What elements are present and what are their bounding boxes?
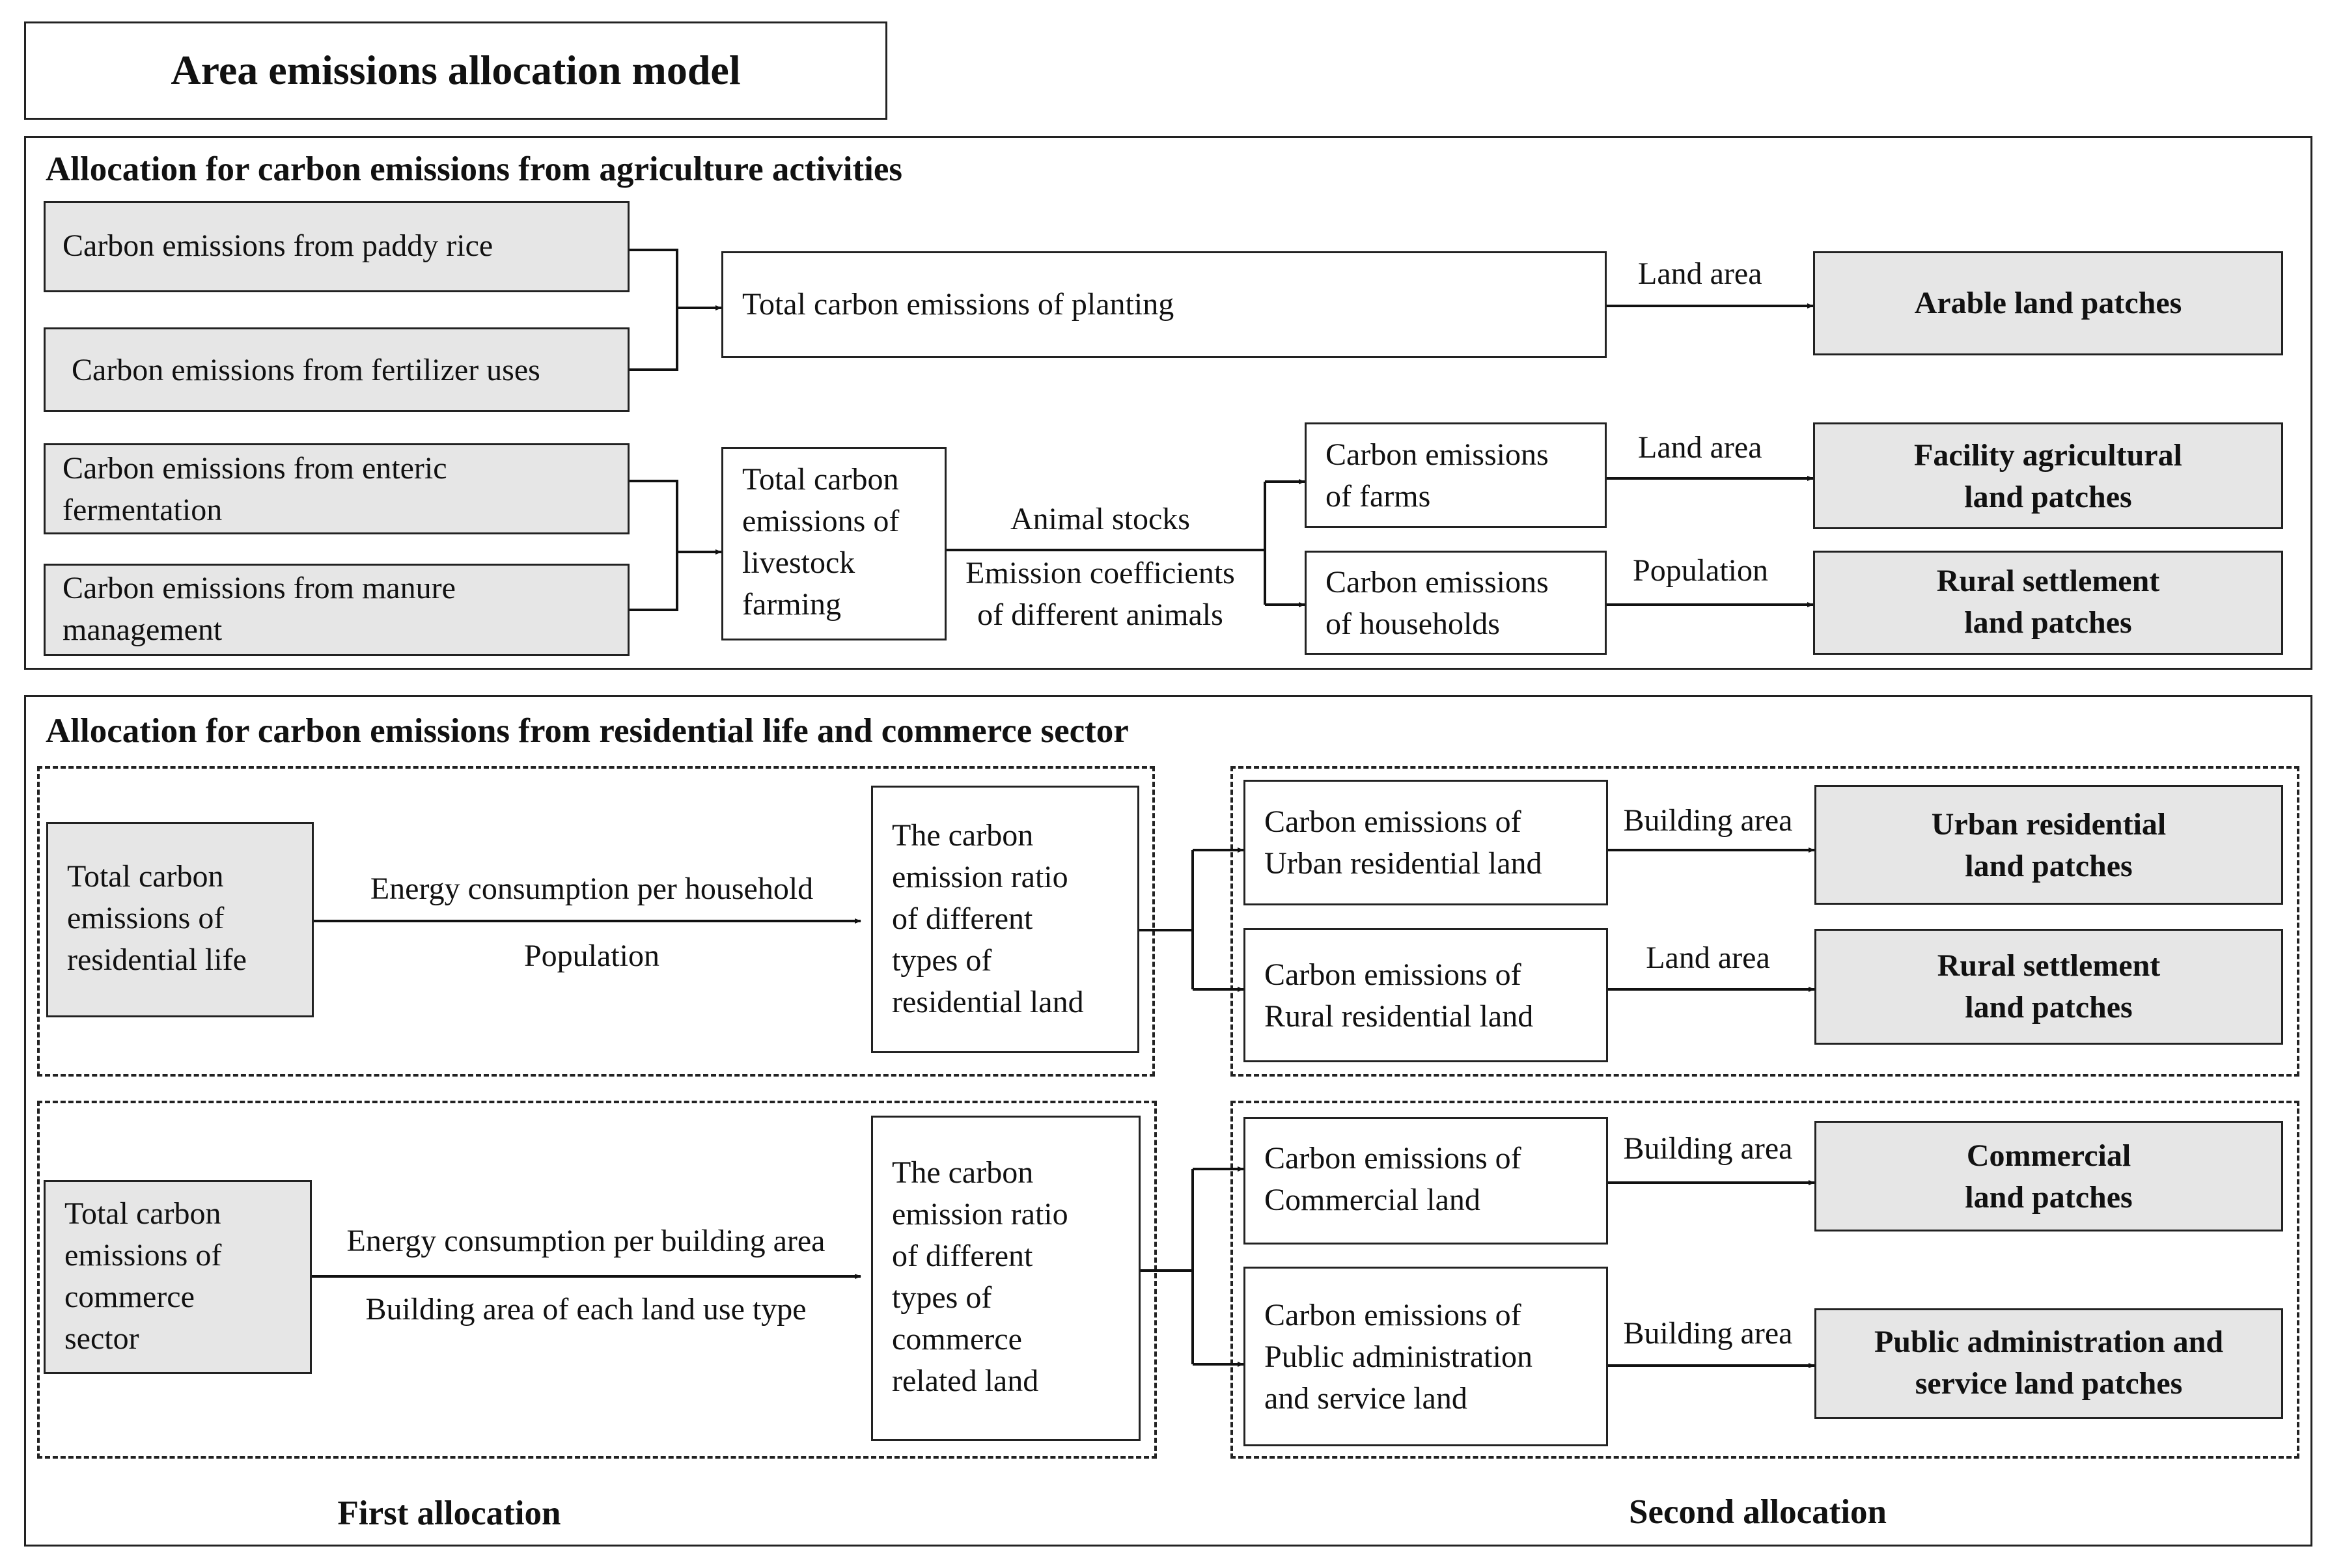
population-label: Population	[1633, 553, 1769, 588]
facility-land-box	[1813, 422, 2283, 529]
second-allocation-label: Second allocation	[1628, 1493, 1887, 1531]
enteric-label: Carbon emissions from enteric fermentati…	[62, 451, 447, 527]
residential-ratio-label: The carbon emission ratio of different t…	[892, 818, 1084, 1019]
urban-residential-box	[1243, 780, 1608, 905]
energy-per-household-label: Energy consumption per household	[370, 872, 814, 906]
rural-settlement-label-1: Rural settlement land patches	[1936, 564, 2160, 640]
paddy-rice-label: Carbon emissions from paddy rice	[62, 228, 493, 263]
commercial-land-label: Carbon emissions of Commercial land	[1264, 1141, 1521, 1217]
manure-label: Carbon emissions from manure management	[62, 571, 456, 647]
first-allocation-commerce-group	[37, 1101, 1157, 1459]
commercial-target-box	[1814, 1121, 2283, 1231]
farms-label: Carbon emissions of farms	[1325, 437, 1549, 514]
land-area-label-2: Land area	[1638, 430, 1762, 465]
rural-land-area-label: Land area	[1646, 941, 1770, 975]
urban-residential-target-label: Urban residential land patches	[1931, 807, 2167, 883]
model-title-box	[24, 21, 887, 120]
commerce-ratio-label: The carbon emission ratio of different t…	[892, 1155, 1068, 1398]
emission-coefficients-label: Emission coefficients of different anima…	[965, 556, 1235, 632]
paddy-rice-box	[44, 201, 630, 292]
rural-residential-box	[1243, 928, 1608, 1062]
households-box	[1305, 551, 1607, 655]
urban-residential-target-box	[1814, 785, 2283, 905]
facility-land-label: Facility agricultural land patches	[1914, 438, 2182, 514]
agriculture-panel	[24, 136, 2312, 670]
commerce-total-box	[44, 1180, 312, 1374]
rural-settlement-box-1	[1813, 551, 2283, 655]
rural-residential-label: Carbon emissions of Rural residential la…	[1264, 957, 1534, 1034]
urban-residential-label: Carbon emissions of Urban residential la…	[1264, 805, 1542, 881]
first-allocation-residential-group	[37, 766, 1155, 1077]
residential-population-label: Population	[523, 939, 659, 973]
building-area-each-type-label: Building area of each land use type	[365, 1292, 807, 1327]
farms-box	[1305, 422, 1607, 528]
residential-ratio-box	[871, 786, 1139, 1053]
public-admin-label: Carbon emissions of Public administratio…	[1264, 1298, 1533, 1416]
public-building-area-label: Building area	[1623, 1316, 1793, 1351]
enteric-box	[44, 443, 630, 534]
urban-building-area-label: Building area	[1623, 803, 1793, 838]
manure-box	[44, 564, 630, 656]
public-admin-target-box	[1814, 1308, 2283, 1419]
model-title: Area emissions allocation model	[171, 47, 741, 93]
land-area-label-1: Land area	[1638, 256, 1762, 291]
animal-stocks-label: Animal stocks	[1010, 502, 1190, 536]
commerce-total-label: Total carbon emissions of commerce secto…	[64, 1196, 222, 1356]
residential-total-label: Total carbon emissions of residential li…	[67, 859, 247, 977]
agriculture-heading: Allocation for carbon emissions from agr…	[46, 150, 902, 188]
planting-total-label: Total carbon emissions of planting	[742, 287, 1174, 322]
first-allocation-label: First allocation	[337, 1494, 561, 1532]
energy-per-building-area-label: Energy consumption per building area	[346, 1224, 825, 1258]
public-admin-box	[1243, 1267, 1608, 1446]
residential-panel	[24, 695, 2312, 1547]
commerce-ratio-box	[871, 1116, 1141, 1441]
second-allocation-commerce-group	[1230, 1101, 2299, 1459]
public-admin-target-label: Public administration and service land p…	[1874, 1325, 2224, 1401]
livestock-total-label: Total carbon emissions of livestock farm…	[742, 462, 900, 622]
residential-heading: Allocation for carbon emissions from res…	[46, 712, 1129, 750]
commercial-building-area-label: Building area	[1623, 1131, 1793, 1166]
livestock-total-box	[721, 447, 947, 640]
households-label: Carbon emissions of households	[1325, 565, 1549, 641]
commercial-land-box	[1243, 1117, 1608, 1245]
fertilizer-label: Carbon emissions from fertilizer uses	[72, 353, 540, 387]
planting-total-box	[721, 251, 1607, 358]
rural-settlement-label-2: Rural settlement land patches	[1937, 948, 2161, 1025]
arable-land-box	[1813, 251, 2283, 355]
fertilizer-box	[44, 327, 630, 412]
residential-total-box	[46, 822, 314, 1017]
second-allocation-residential-group	[1230, 766, 2299, 1077]
rural-settlement-box-2	[1814, 929, 2283, 1045]
arable-land-label: Arable land patches	[1914, 286, 2182, 320]
commercial-target-label: Commercial land patches	[1965, 1138, 2133, 1215]
